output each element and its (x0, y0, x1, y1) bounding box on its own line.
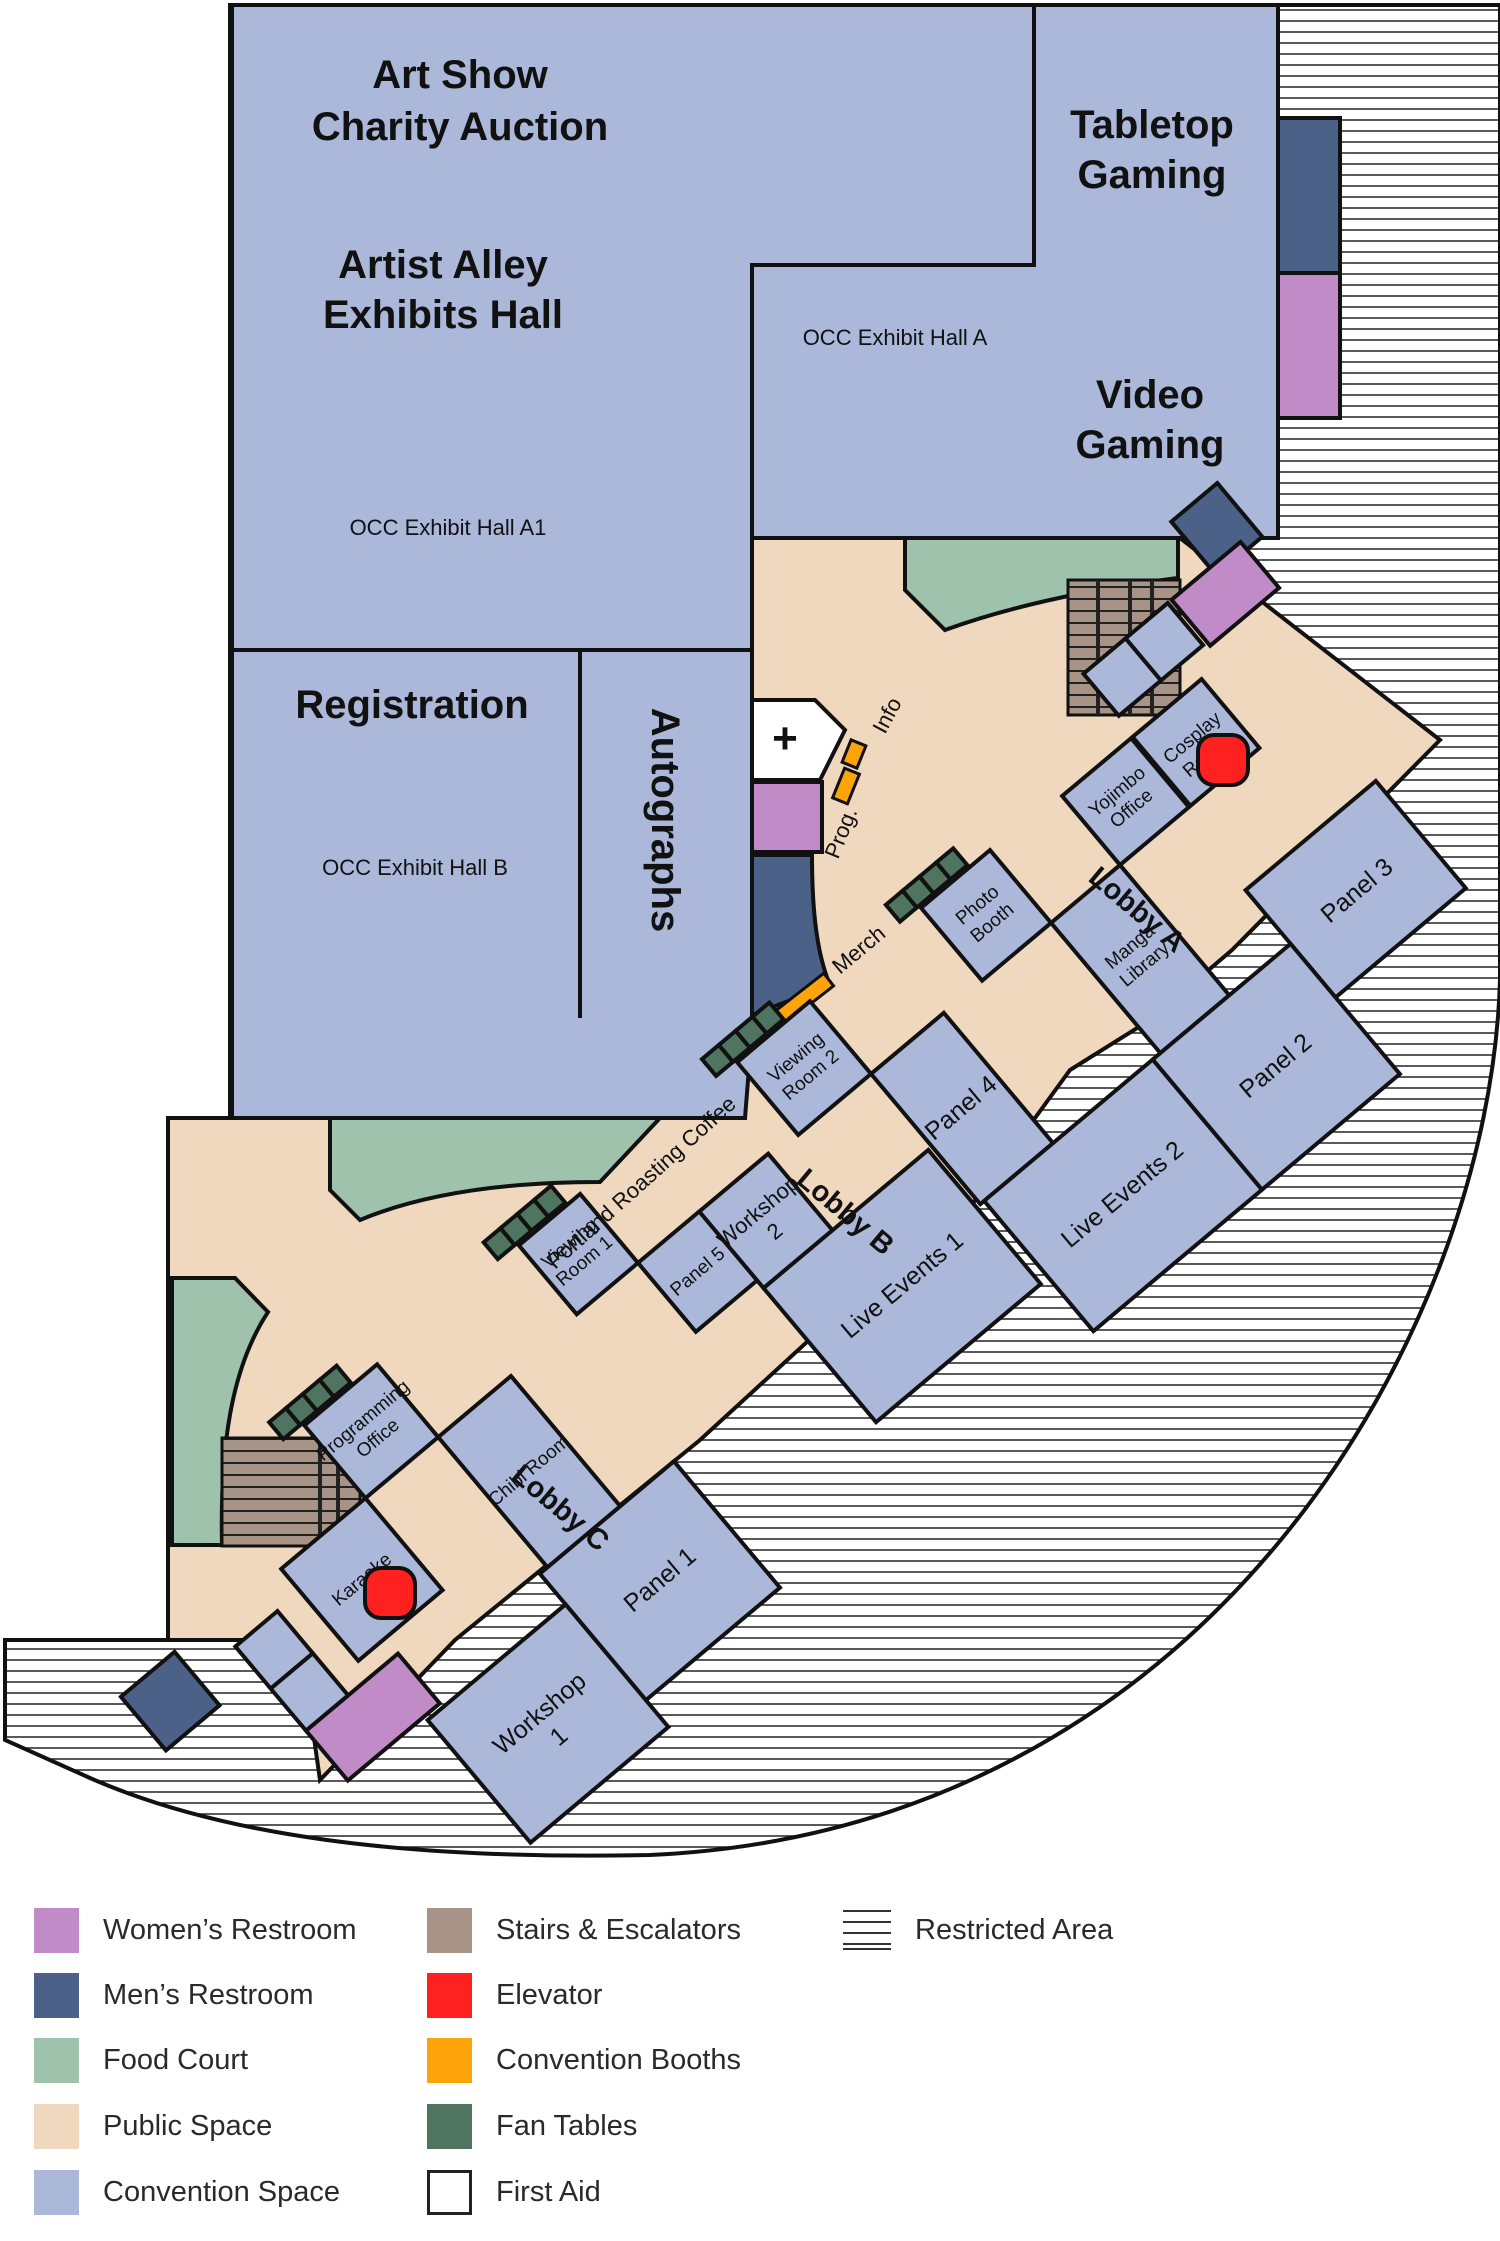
legend-label: Men’s Restroom (103, 1978, 314, 2011)
legend-label: First Aid (496, 2175, 601, 2208)
room-live-events-1 (760, 1147, 1044, 1425)
legend-label: Convention Booths (496, 2043, 742, 2076)
label-hall-a: OCC Exhibit Hall A (803, 325, 988, 350)
legend-convention: Convention Space (34, 2167, 340, 2217)
mens-swatch (34, 1972, 79, 2018)
first-aid-swatch (427, 2169, 472, 2215)
label-exhibits-hall: Exhibits Hall (323, 293, 563, 337)
label-hall-b: OCC Exhibit Hall B (322, 855, 508, 880)
convention-halls (230, 3, 1280, 1120)
legend-label: Women’s Restroom (103, 1913, 357, 1946)
restroom-alcove-2 (1122, 600, 1206, 684)
legend-fan: Fan Tables (427, 2101, 637, 2151)
legend-booths: Convention Booths (427, 2035, 741, 2085)
label-registration: Registration (295, 683, 528, 727)
legend-stairs: Stairs & Escalators (427, 1905, 741, 1955)
food-swatch (34, 2037, 79, 2083)
legend-label: Convention Space (103, 2175, 340, 2208)
fan-tables (266, 845, 971, 1442)
legend-restricted: Restricted Area (843, 1905, 1113, 1955)
restricted-swatch (843, 1910, 891, 1950)
womens-restroom-bottom (303, 1650, 443, 1784)
elevator-swatch (427, 1972, 472, 2018)
legend-label: Fan Tables (496, 2109, 638, 2142)
womens-restroom-top (1168, 539, 1282, 649)
legend-label: Food Court (103, 2043, 249, 2076)
label-hall-a1: OCC Exhibit Hall A1 (350, 515, 547, 540)
room-live-events-2 (981, 1056, 1265, 1334)
first-aid-icon: + (772, 714, 798, 763)
legend-food: Food Court (34, 2035, 248, 2085)
booth-swatch (427, 2037, 472, 2083)
elevator-top (1196, 733, 1250, 787)
legend-public: Public Space (34, 2101, 272, 2151)
room-workshop-1 (424, 1601, 672, 1846)
room-photo-booth (918, 847, 1054, 984)
legend-label: Stairs & Escalators (496, 1913, 741, 1946)
room-karaoke (278, 1495, 446, 1664)
label-charity-auction: Charity Auction (312, 105, 608, 149)
hall-a (750, 3, 1280, 540)
food-court-mid (328, 1116, 665, 1223)
room-viewing-1 (516, 1191, 641, 1318)
map-legend: Women’s Restroom Men’s Restroom Food Cou… (0, 1905, 1500, 2241)
hall-labels: Art Show Charity Auction Artist Alley Ex… (295, 53, 1234, 932)
stairs-swatch (427, 1907, 472, 1953)
womens-swatch (34, 1907, 79, 1953)
legend-womens: Women’s Restroom (34, 1905, 357, 1955)
elevator-bottom (363, 1566, 417, 1620)
womens-restroom-lobby (750, 780, 824, 854)
room-viewing-2 (734, 998, 874, 1138)
legend-elevator: Elevator (427, 1970, 602, 2020)
label-autographs: Autographs (643, 708, 687, 932)
convention-swatch (34, 2169, 79, 2215)
label-art-show: Art Show (372, 53, 548, 97)
room-yojimbo-office (1059, 735, 1192, 868)
room-programming-office (301, 1361, 442, 1501)
fan-swatch (427, 2103, 472, 2149)
womens-restroom-hall (1276, 271, 1342, 420)
label-video: Video (1096, 373, 1204, 417)
legend-label: Public Space (103, 2109, 273, 2142)
legend-mens: Men’s Restroom (34, 1970, 314, 2020)
label-video-gaming: Gaming (1076, 423, 1225, 467)
room-cluster: Yojimbo Office Cosplay Repair Photo Boot… (118, 480, 1469, 1846)
label-artist-alley: Artist Alley (338, 243, 548, 287)
mens-restroom-hall (1276, 116, 1342, 275)
first-aid-room (750, 698, 848, 782)
legend-label: Restricted Area (915, 1913, 1114, 1946)
floor-map: + (3, 3, 1500, 1858)
legend-first-aid: First Aid (427, 2167, 601, 2217)
label-tabletop-gaming: Gaming (1078, 153, 1227, 197)
public-swatch (34, 2103, 79, 2149)
mens-restroom-bottom (118, 1648, 223, 1754)
legend-label: Elevator (496, 1978, 603, 2011)
label-tabletop: Tabletop (1070, 103, 1234, 147)
